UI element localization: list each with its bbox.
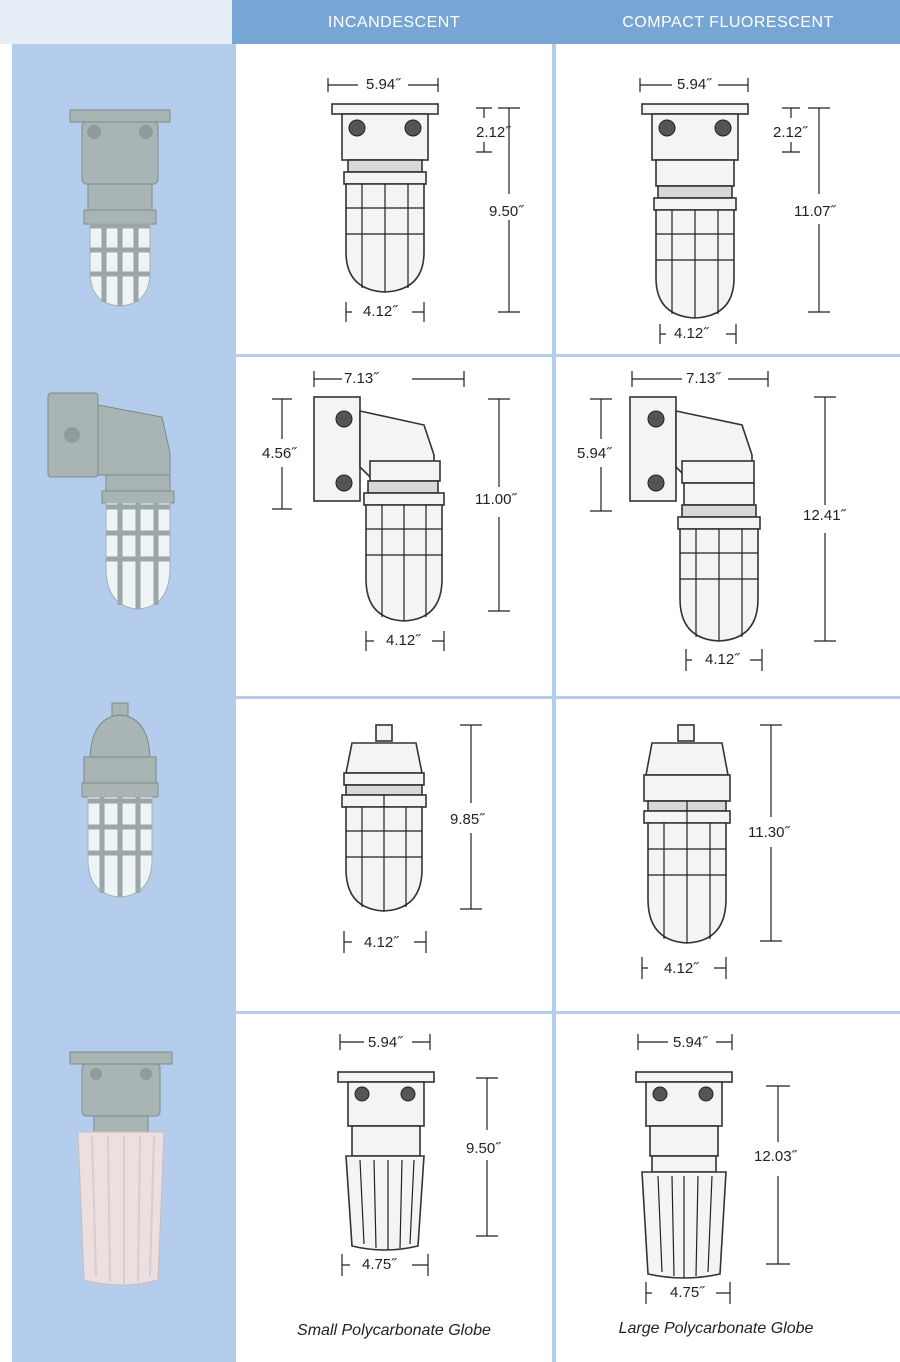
column-header-compact-fluorescent: COMPACT FLUORESCENT <box>622 14 834 31</box>
dimension-bottom-width: 4.12˝ <box>386 632 421 649</box>
dimension-bottom-width: 4.12˝ <box>705 651 740 668</box>
caption-large-globe: Large Polycarbonate Globe <box>618 1320 814 1337</box>
header-blank-cell <box>0 0 232 44</box>
dimension-box-height: 2.12˝ <box>476 124 511 141</box>
incandescent-ceiling-drawing <box>327 78 520 322</box>
row-divider <box>12 354 900 357</box>
fluorescent-wall-drawing <box>590 371 836 671</box>
pendant-mount-fixture-photo <box>81 702 159 898</box>
dimension-total-height: 9.85˝ <box>450 811 485 828</box>
dimension-total-height: 11.00˝ <box>475 491 517 508</box>
dimension-bottom-width: 4.12˝ <box>364 934 399 951</box>
incandescent-wall-drawing <box>272 371 510 651</box>
column-divider <box>552 44 556 1362</box>
dimension-top-width: 5.94˝ <box>366 76 401 93</box>
dimension-bottom-width: 4.12˝ <box>674 325 709 342</box>
dimension-top-width: 7.13˝ <box>686 370 721 387</box>
dimension-bottom-width: 4.75˝ <box>670 1284 705 1301</box>
incandescent-globe-drawing <box>337 1034 498 1276</box>
dimension-total-height: 9.50˝ <box>466 1140 501 1157</box>
incandescent-pendant-drawing <box>341 724 482 953</box>
dimension-box-height: 5.94˝ <box>577 445 612 462</box>
dimension-total-height: 11.30˝ <box>748 824 790 841</box>
wall-mount-fixture-photo <box>47 392 175 610</box>
fluorescent-globe-drawing <box>635 1034 790 1304</box>
column-divider <box>232 44 236 1362</box>
dimension-total-height: 11.07˝ <box>794 203 836 220</box>
dimension-total-height: 9.50˝ <box>489 203 524 220</box>
dimension-top-width: 5.94˝ <box>677 76 712 93</box>
fluorescent-pendant-drawing <box>641 724 782 979</box>
ceiling-mount-fixture-photo <box>69 109 171 307</box>
dimension-total-height: 12.03˝ <box>754 1148 797 1165</box>
dimension-total-height: 12.41˝ <box>803 507 846 524</box>
caption-small-globe: Small Polycarbonate Globe <box>297 1322 491 1339</box>
dimension-bottom-width: 4.75˝ <box>362 1256 397 1273</box>
row-divider <box>12 696 900 699</box>
dimension-box-height: 4.56˝ <box>262 445 297 462</box>
dimension-top-width: 5.94˝ <box>368 1034 403 1051</box>
dimension-top-width: 7.13˝ <box>344 370 379 387</box>
polycarbonate-globe-fixture-photo <box>69 1051 173 1286</box>
dimension-box-height: 2.12˝ <box>773 124 808 141</box>
row-divider <box>12 1011 900 1014</box>
fluorescent-ceiling-drawing <box>639 78 830 344</box>
dimension-top-width: 5.94˝ <box>673 1034 708 1051</box>
column-header-incandescent: INCANDESCENT <box>327 14 461 31</box>
dimension-bottom-width: 4.12˝ <box>363 303 398 320</box>
table-header: INCANDESCENT COMPACT FLUORESCENT <box>0 0 900 44</box>
dimension-bottom-width: 4.12˝ <box>664 960 699 977</box>
